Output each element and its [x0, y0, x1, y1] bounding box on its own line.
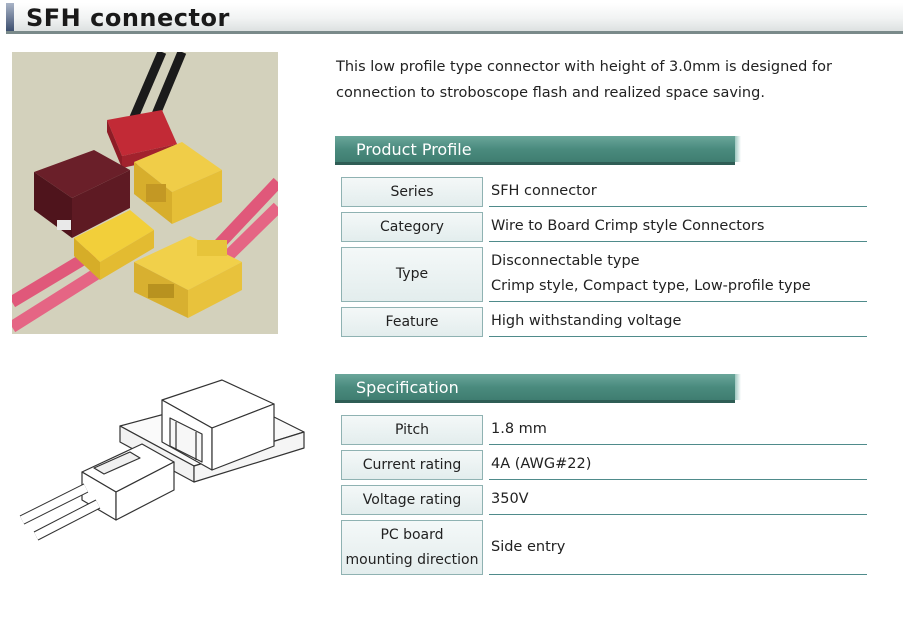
product-photo-image [12, 52, 278, 334]
profile-label: Category [341, 212, 483, 242]
profile-value-line: High withstanding voltage [491, 313, 682, 329]
spec-value-line: Side entry [491, 538, 566, 555]
profile-row-series: Series SFH connector [341, 177, 867, 207]
spec-value: 1.8 mm [489, 415, 867, 445]
spec-label-line: PC board [380, 526, 444, 543]
spec-label: Voltage rating [341, 485, 483, 515]
profile-value-line: Disconnectable type [491, 253, 640, 269]
specification-header: Specification [335, 374, 741, 403]
spec-row-mounting-direction: PC board mounting direction Side entry [341, 520, 867, 575]
spec-label: Pitch [341, 415, 483, 445]
specification-heading: Specification [356, 378, 459, 397]
profile-value-line: Crimp style, Compact type, Low-profile t… [491, 278, 811, 294]
product-description: This low profile type connector with hei… [336, 59, 832, 101]
profile-row-type: Type Disconnectable type Crimp style, Co… [341, 247, 867, 302]
profile-label: Feature [341, 307, 483, 337]
product-profile-header: Product Profile [335, 136, 741, 165]
profile-value: SFH connector [489, 177, 867, 207]
profile-value-line: SFH connector [491, 183, 597, 199]
page-title: SFH connector [26, 4, 230, 32]
spec-value-line: 350V [491, 491, 529, 507]
spec-row-current-rating: Current rating 4A (AWG#22) [341, 450, 867, 480]
page-title-bar: SFH connector [6, 3, 903, 34]
spec-value: Side entry [489, 520, 867, 575]
profile-label: Type [341, 247, 483, 302]
spec-value: 4A (AWG#22) [489, 450, 867, 480]
spec-value-line: 1.8 mm [491, 421, 547, 437]
profile-value: Disconnectable type Crimp style, Compact… [489, 247, 867, 302]
spec-label-line: mounting direction [345, 551, 479, 568]
profile-label: Series [341, 177, 483, 207]
spec-row-pitch: Pitch 1.8 mm [341, 415, 867, 445]
title-accent-bar [6, 3, 14, 31]
spec-label: PC board mounting direction [341, 520, 483, 575]
product-photo [12, 52, 278, 334]
spec-value-line: 4A (AWG#22) [491, 456, 592, 472]
spec-value: 350V [489, 485, 867, 515]
spec-label: Current rating [341, 450, 483, 480]
profile-value: Wire to Board Crimp style Connectors [489, 212, 867, 242]
connector-line-drawing [12, 370, 312, 570]
profile-value: High withstanding voltage [489, 307, 867, 337]
profile-row-feature: Feature High withstanding voltage [341, 307, 867, 337]
profile-row-category: Category Wire to Board Crimp style Conne… [341, 212, 867, 242]
spec-row-voltage-rating: Voltage rating 350V [341, 485, 867, 515]
profile-value-line: Wire to Board Crimp style Connectors [491, 218, 765, 234]
product-profile-heading: Product Profile [356, 140, 472, 159]
